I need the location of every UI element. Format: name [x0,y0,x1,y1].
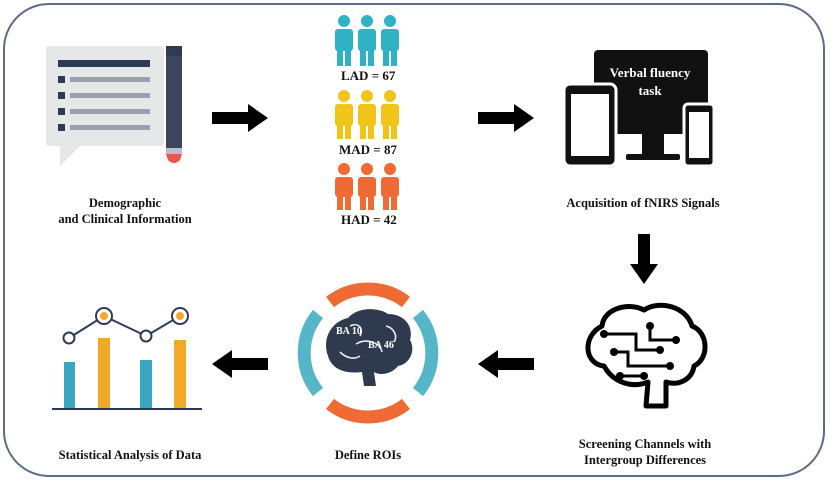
define-rois-label: Define ROIs [334,448,402,462]
acquisition-label: Acquisition of fNIRS Signals [566,196,720,210]
arrow-right-icon [478,104,534,132]
devices-icon [562,50,716,168]
group-mad-label: MAD = 87 [339,142,397,157]
statistics-label: Statistical Analysis of Data [58,448,202,462]
screening-label: Screening Channels with Intergroup Diffe… [578,437,712,467]
brain-circuit-icon [585,302,708,409]
arrow-left-icon [478,350,534,378]
ba10-label: BA 10 [336,326,362,337]
arrow-left-icon [212,350,268,378]
ba46-label: BA 46 [368,340,394,351]
document-icon [46,46,182,166]
arrow-down-icon [630,234,658,284]
group-lad-label: LAD = 67 [341,68,396,83]
group-had-label: HAD = 42 [341,212,397,227]
people-group-had-icon [335,163,399,210]
demographic-label: Demographic and Clinical Information [58,196,192,226]
people-group-mad-icon [335,90,399,139]
diagram-frame [3,3,825,477]
people-group-lad-icon [335,15,399,66]
arrow-right-icon [212,104,268,132]
roi-brain-icon: BA 10 BA 46 [297,282,439,424]
task-screen-text: Verbal fluency task [609,65,691,98]
statistics-chart-icon [52,307,202,410]
